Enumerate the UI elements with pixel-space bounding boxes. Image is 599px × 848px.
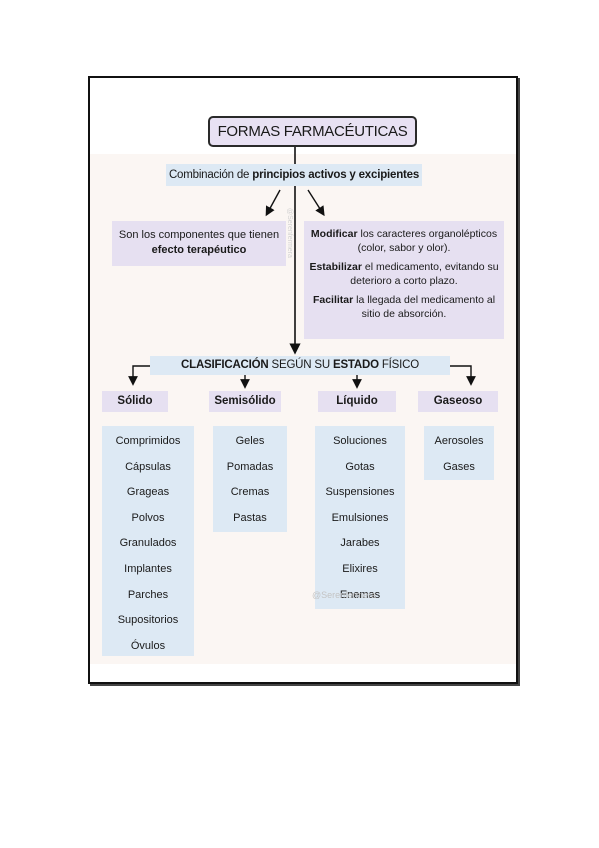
list-item: Supositorios	[117, 614, 179, 627]
therapeutic-effect-box: Son los componentes que tienen efecto te…	[112, 221, 286, 266]
left-box-bold: efecto terapéutico	[151, 244, 247, 256]
list-item: Parches	[127, 588, 169, 601]
list-gaseoso: Aerosoles Gases	[424, 426, 494, 480]
list-item: Gotas	[345, 460, 375, 473]
list-item: Enemas	[339, 588, 381, 601]
list-item: Grageas	[126, 486, 170, 499]
arrow-solido	[128, 365, 150, 386]
frame-bottom-band	[90, 664, 516, 682]
arrow-left-box	[265, 189, 281, 217]
function-estabilizar: Estabilizar el medicamento, evitando su …	[309, 261, 499, 287]
combination-bold: principios activos y excipientes	[252, 169, 420, 181]
watermark: @Serenfermera	[312, 590, 377, 600]
list-item: Pomadas	[226, 460, 274, 473]
list-item: Emulsiones	[331, 511, 389, 524]
excipients-functions-box: Modificar los caracteres organolépticos …	[304, 221, 504, 339]
function-modificar: Modificar los caracteres organolépticos …	[310, 228, 498, 254]
list-item: Granulados	[119, 537, 177, 550]
combination-banner: Combinación de principios activos y exci…	[166, 164, 422, 186]
list-item: Polvos	[131, 511, 165, 524]
list-item: Óvulos	[130, 639, 166, 652]
list-semisolido: Geles Pomadas Cremas Pastas	[213, 426, 287, 532]
list-item: Implantes	[124, 562, 172, 575]
list-solido: Comprimidos Cápsulas Grageas Polvos Gran…	[102, 426, 194, 656]
watermark-vertical: @Serenfermera	[286, 208, 293, 258]
list-item: Gases	[443, 460, 475, 473]
page-title: FORMAS FARMACÉUTICAS	[208, 116, 417, 147]
left-box-line: Son los componentes que tienen	[118, 229, 280, 241]
list-item: Soluciones	[333, 435, 387, 447]
list-item: Aerosoles	[434, 435, 484, 447]
combination-prefix: Combinación de	[168, 169, 250, 181]
category-solido: Sólido	[102, 391, 168, 412]
list-item: Suspensiones	[325, 486, 395, 499]
list-item: Cápsulas	[125, 460, 171, 473]
list-item: Comprimidos	[115, 435, 181, 447]
category-liquido: Líquido	[318, 391, 396, 412]
list-liquido: Soluciones Gotas Suspensiones Emulsiones…	[315, 426, 405, 609]
arrow-right-box	[307, 189, 325, 217]
list-item: Geles	[235, 435, 265, 447]
list-item: Cremas	[230, 486, 270, 499]
list-item: Pastas	[233, 511, 267, 524]
list-item: Jarabes	[340, 537, 380, 550]
category-semisolido: Semisólido	[209, 391, 281, 412]
arrow-gaseoso	[450, 365, 476, 386]
category-gaseoso: Gaseoso	[418, 391, 498, 412]
diagram-frame: FORMAS FARMACÉUTICAS Combinación de prin…	[88, 76, 518, 684]
list-item: Elixires	[342, 562, 378, 575]
classification-banner: CLASIFICACIÓN SEGÚN SU ESTADO FÍSICO	[150, 356, 450, 375]
function-facilitar: Facilitar la llegada del medicamento al …	[312, 294, 496, 320]
